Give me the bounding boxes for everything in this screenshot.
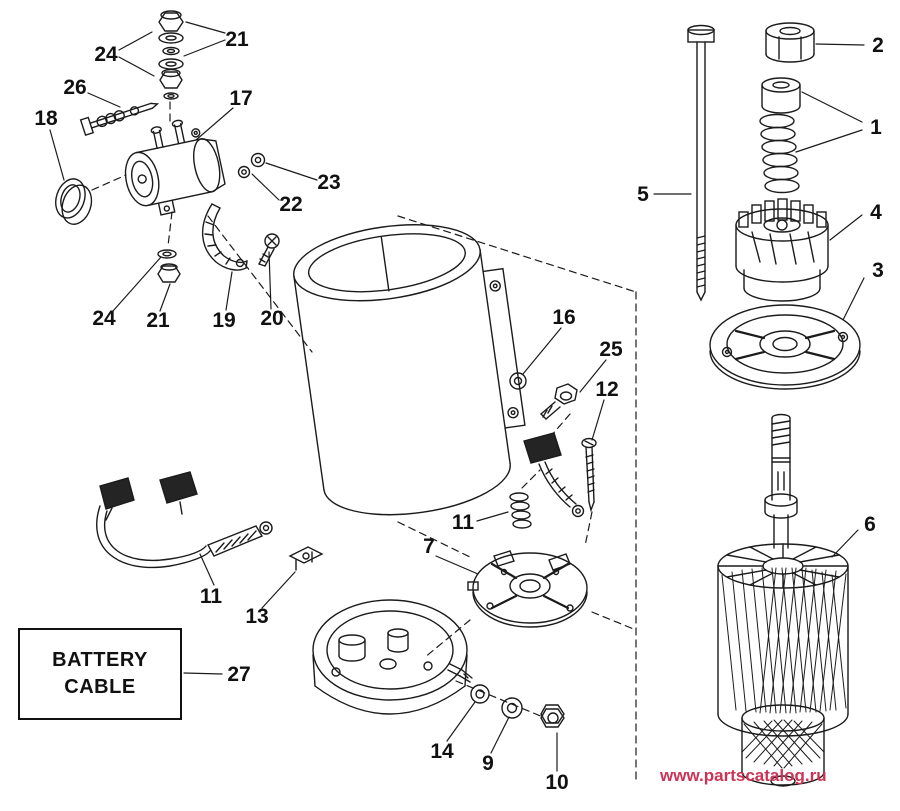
part-bracket-19: [201, 203, 248, 271]
callout-16: 16: [552, 306, 576, 329]
part-cap-18: [55, 178, 93, 225]
callout-24: 24: [94, 43, 118, 66]
leader-lines: [49, 21, 865, 772]
part-brush-plate-7: [467, 550, 588, 628]
part-screw-25: [540, 383, 578, 420]
part-clamp-13: [288, 546, 324, 571]
part-washer-9: [501, 697, 523, 719]
part-bushing-spring-1: [759, 77, 801, 194]
part-solenoid-nuts-22-23: [237, 152, 266, 179]
part-terminal-stack-top: [158, 10, 184, 100]
part-brush-right: [523, 432, 585, 518]
callout-1: 1: [870, 116, 882, 139]
callout-13: 13: [245, 605, 269, 628]
callout-17: 17: [229, 87, 253, 110]
part-nut-2: [765, 22, 815, 63]
battery-cable-label-line2: CABLE: [64, 676, 136, 698]
callout-21: 21: [225, 28, 249, 51]
part-nut-10: [540, 704, 565, 728]
part-frame-cylinder: [293, 224, 526, 516]
part-washer-14: [470, 684, 490, 704]
callout-25: 25: [599, 338, 623, 361]
battery-cable-label-line1: BATTERY: [52, 649, 148, 671]
alignment-dashes: [91, 101, 637, 783]
callout-5: 5: [637, 183, 649, 206]
callout-2: 2: [872, 34, 884, 57]
part-terminal-stud-26: [79, 102, 160, 137]
part-solenoid-17: [124, 119, 226, 216]
callout-11: 11: [451, 511, 475, 534]
callout-23: 23: [317, 171, 341, 194]
part-pinion-4: [735, 198, 829, 302]
part-end-cap: [312, 599, 473, 715]
part-washer-nut-lower-24-21: [157, 249, 181, 283]
callout-11b: 11: [199, 585, 223, 608]
part-screw-12: [581, 437, 597, 513]
callout-27: 27: [227, 663, 251, 686]
callout-24b: 24: [92, 307, 116, 330]
callout-21b: 21: [146, 309, 170, 332]
watermark: www.partscatalog.ru: [660, 766, 827, 785]
callout-19: 19: [212, 309, 236, 332]
callout-14: 14: [430, 740, 454, 763]
part-brush-spring-11: [509, 492, 532, 529]
callout-12: 12: [595, 378, 619, 401]
callout-22: 22: [279, 193, 303, 216]
callout-3: 3: [872, 259, 884, 282]
part-end-plate-3: [709, 304, 861, 390]
callout-18: 18: [34, 107, 58, 130]
part-armature-6: [717, 413, 849, 787]
callout-20: 20: [260, 307, 284, 330]
callout-6: 6: [864, 513, 876, 536]
callout-10: 10: [545, 771, 569, 794]
part-bolt-5: [687, 24, 715, 302]
callout-26: 26: [63, 76, 87, 99]
callout-9: 9: [482, 752, 494, 775]
part-brush-leads-11: [96, 471, 273, 569]
part-screw-20: [258, 233, 280, 267]
callout-7: 7: [423, 535, 435, 558]
callout-4: 4: [870, 201, 882, 224]
battery-cable-box: BATTERY CABLE: [18, 628, 182, 720]
part-washer-16: [509, 372, 527, 390]
